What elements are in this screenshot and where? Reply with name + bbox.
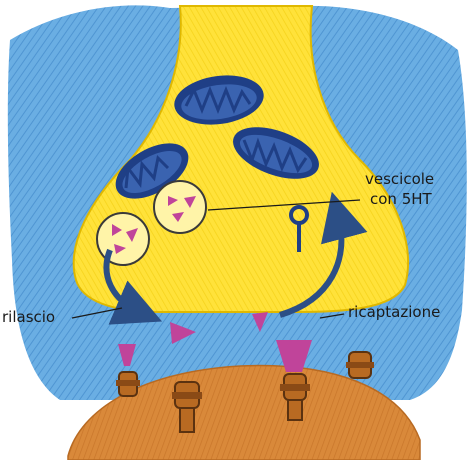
- reuptake-label: ricaptazione: [348, 303, 440, 321]
- receptor-4: [346, 352, 374, 378]
- vesicle-right: [154, 181, 206, 233]
- vesicles-label-line2: con 5HT: [370, 190, 432, 208]
- vesicles-label-line1: vescicole: [365, 170, 434, 188]
- release-label: rilascio: [2, 308, 55, 326]
